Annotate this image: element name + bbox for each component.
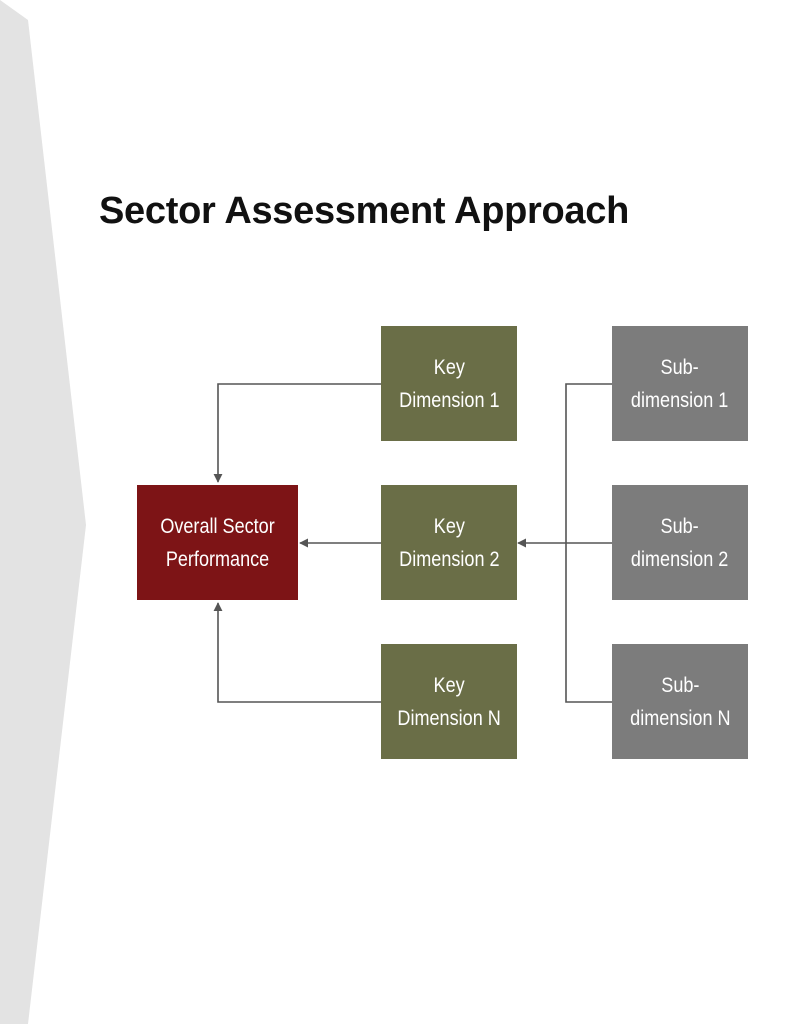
chevron-decoration (0, 0, 86, 1024)
sub-dimension-2-line2: dimension 2 (631, 547, 729, 571)
sub-dimension-n-line1: Sub- (660, 673, 700, 697)
chevron-shape (0, 0, 86, 1024)
sub-dimension-2-line1: Sub- (660, 514, 700, 538)
sub-dimension-n-line2: dimension N (629, 706, 731, 730)
sub-dimension-2-box: Sub-dimension 2 (612, 485, 748, 600)
sub-dimension-1-line1: Sub- (660, 355, 700, 379)
key-dimension-1-line2: Dimension 1 (398, 388, 500, 412)
key-dimension-n-line1: Key (433, 673, 465, 697)
sub-dimension-1-line2: dimension 1 (631, 388, 729, 412)
key-dimension-2-line2: Dimension 2 (398, 547, 500, 571)
key-dimension-n-line2: Dimension N (397, 706, 501, 730)
key-dimension-1-line1: Key (433, 355, 465, 379)
connector-keyN-to-overall (213, 602, 381, 703)
sub-dimension-n-box: Sub-dimension N (612, 644, 748, 759)
overall-label-line2: Performance (165, 547, 270, 571)
overall-label-line1: Overall Sector (160, 514, 275, 538)
sub-dimension-1-box: Sub-dimension 1 (612, 326, 748, 441)
page-title: Sector Assessment Approach (99, 190, 630, 232)
connector-key1-to-overall (213, 383, 381, 483)
key-dimension-2-line1: Key (433, 514, 465, 538)
